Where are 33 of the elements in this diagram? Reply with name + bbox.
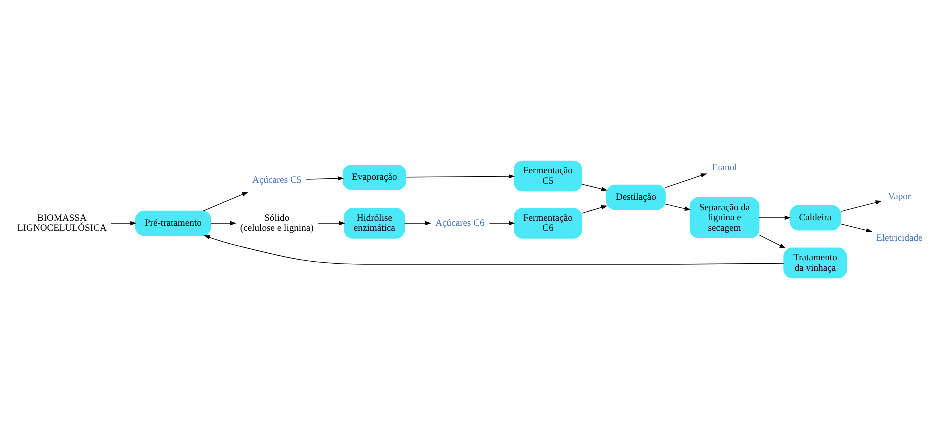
node-box: Fermentação C6 [514,208,582,239]
arrow [665,174,708,188]
node-box: Separação da lignina e secagem [690,198,760,239]
node-box: Pré-tratamento [135,210,212,236]
node-box: Destilação [606,184,666,210]
arrow [840,200,882,212]
node-box: Tratamento da vinhaça [784,248,848,279]
arrow [759,216,792,220]
arrow [203,192,249,212]
node-box: Fermentação C5 [514,160,582,192]
node-text: Vapor [888,191,912,202]
arrow [665,204,692,211]
node-text: Açúcares C5 [252,174,302,186]
arrow [404,221,432,226]
arrow [406,174,516,179]
node-box: Caldeira [790,205,842,231]
arrow [204,236,784,265]
node-text: Sólido (celulose e lignina) [240,212,314,234]
arrow [211,221,237,226]
node-box: Hidrólise enzimática [344,208,406,239]
arrow [759,234,786,249]
arrow [489,221,516,226]
arrow [318,221,346,226]
node-text: Açúcares C6 [436,218,485,230]
arrow [582,184,608,192]
node-text: BIOMASSA LIGNOCELULÓSICA [18,212,107,234]
node-text: Eletricidade [876,233,923,244]
arrow [840,224,873,233]
arrow [582,206,608,214]
arrow [111,221,137,226]
node-text: Etanol [712,162,738,174]
node-box: Evaporação [342,164,406,190]
arrow [306,176,344,181]
